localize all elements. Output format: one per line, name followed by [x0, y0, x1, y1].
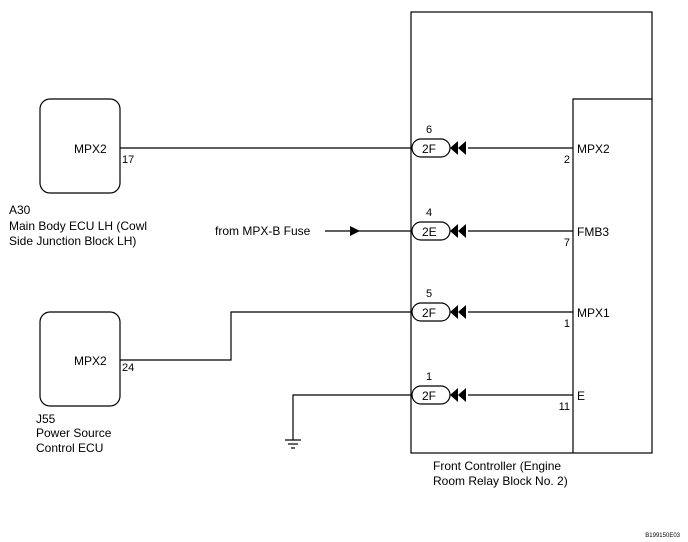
connector-chevron-icon — [450, 305, 466, 319]
connector-code: 2F — [422, 142, 436, 156]
a30-name-line1: Main Body ECU LH (Cowl — [9, 219, 147, 233]
relay-signal-label: E — [577, 389, 585, 403]
a30-pin-label: 17 — [122, 154, 134, 166]
j55-pin-label: 24 — [122, 362, 134, 374]
a30-ecu-box — [39, 98, 121, 194]
relay-pin-label: 7 — [564, 237, 570, 249]
relay-pin-label: 1 — [564, 318, 570, 330]
connector-chevron-icon — [450, 388, 466, 402]
relay-signal-label: MPX1 — [577, 306, 610, 320]
ground-symbol-icon — [285, 439, 301, 449]
j55-ecu-box — [39, 311, 121, 407]
connector-pin-outer: 6 — [426, 124, 432, 136]
connector-code: 2F — [422, 306, 436, 320]
connector-pin-outer: 1 — [426, 371, 432, 383]
relay-signal-label: FMB3 — [577, 225, 609, 239]
j55-name-line1: Power Source — [36, 426, 112, 440]
a30-ref-label: A30 — [9, 203, 31, 217]
arrow-icon — [350, 226, 360, 236]
wire-ground — [292, 394, 412, 440]
relay-pin-label: 11 — [559, 401, 570, 413]
connector-pin-outer: 4 — [426, 207, 432, 219]
relay-block-inner-box — [572, 98, 652, 453]
a30-name-line2: Side Junction Block LH) — [9, 234, 136, 248]
front-controller-box — [410, 11, 653, 454]
relay-pin-label: 2 — [564, 154, 570, 166]
j55-signal-label: MPX2 — [74, 354, 107, 368]
connector-pin-outer: 5 — [426, 288, 432, 300]
fuse-source-label: from MPX-B Fuse — [215, 224, 311, 238]
connector-chevron-icon — [450, 141, 466, 155]
relay-signal-label: MPX2 — [577, 142, 610, 156]
a30-signal-label: MPX2 — [74, 142, 107, 156]
j55-ref-label: J55 — [36, 412, 56, 426]
wire-j55-mpx2 — [120, 311, 412, 361]
j55-name-line2: Control ECU — [36, 441, 103, 455]
front-controller-name-line2: Room Relay Block No. 2) — [433, 474, 568, 488]
figure-code: B199150E03 — [645, 533, 680, 539]
connector-code: 2E — [422, 225, 437, 239]
connector-chevron-icon — [450, 224, 466, 238]
connector-code: 2F — [422, 389, 436, 403]
front-controller-name-line1: Front Controller (Engine — [433, 459, 561, 473]
